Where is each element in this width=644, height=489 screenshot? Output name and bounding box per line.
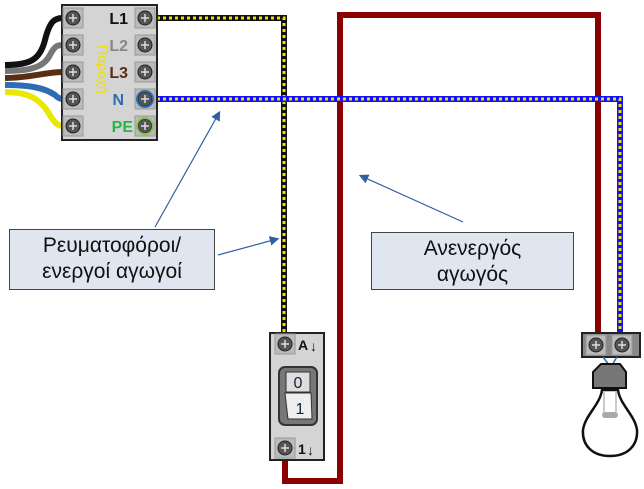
rocker-off-label: 0	[294, 375, 303, 392]
terminal-l2-label: L2	[109, 38, 128, 55]
switch-top-label: A	[298, 337, 308, 353]
arrow-live-2	[217, 236, 280, 256]
arrow-down-icon: ↓	[310, 338, 317, 354]
terminal-pe-label: PE	[112, 119, 134, 136]
switch-bottom-label: 1	[298, 441, 306, 457]
terminal-l3-label: L3	[109, 65, 128, 82]
light-switch[interactable]: A ↓ 1 ↓ 0 1	[269, 332, 325, 461]
supply-cables	[4, 15, 65, 129]
rocker-on-label: 1	[296, 401, 305, 418]
arrow-live-1	[154, 110, 221, 228]
callout-live-line2: ενεργοί αγωγοί	[42, 260, 182, 283]
switched-wire	[282, 12, 601, 484]
supply-title: Παροχή	[95, 45, 111, 94]
callout-arrows	[154, 110, 464, 256]
callout-dead-conductor: Ανενεργός αγωγός	[371, 232, 574, 290]
callout-live-conductors: Ρευματοφόροι/ ενεργοί αγωγοί	[9, 229, 215, 290]
terminal-l1-label: L1	[109, 11, 128, 28]
arrow-dead	[358, 174, 464, 223]
terminal-n-label: N	[112, 92, 124, 109]
callout-live-line1: Ρευματοφόροι/	[42, 234, 182, 257]
callout-dead-line1: Ανενεργός	[423, 237, 522, 260]
neutral-wire	[157, 96, 623, 335]
arrow-down-icon: ↓	[307, 442, 314, 458]
callout-dead-line2: αγωγός	[436, 263, 509, 286]
lamp	[581, 332, 641, 458]
live-wire	[157, 15, 287, 335]
supply-terminal-block: L1 L2 L3 N PE Παροχή	[61, 4, 158, 141]
